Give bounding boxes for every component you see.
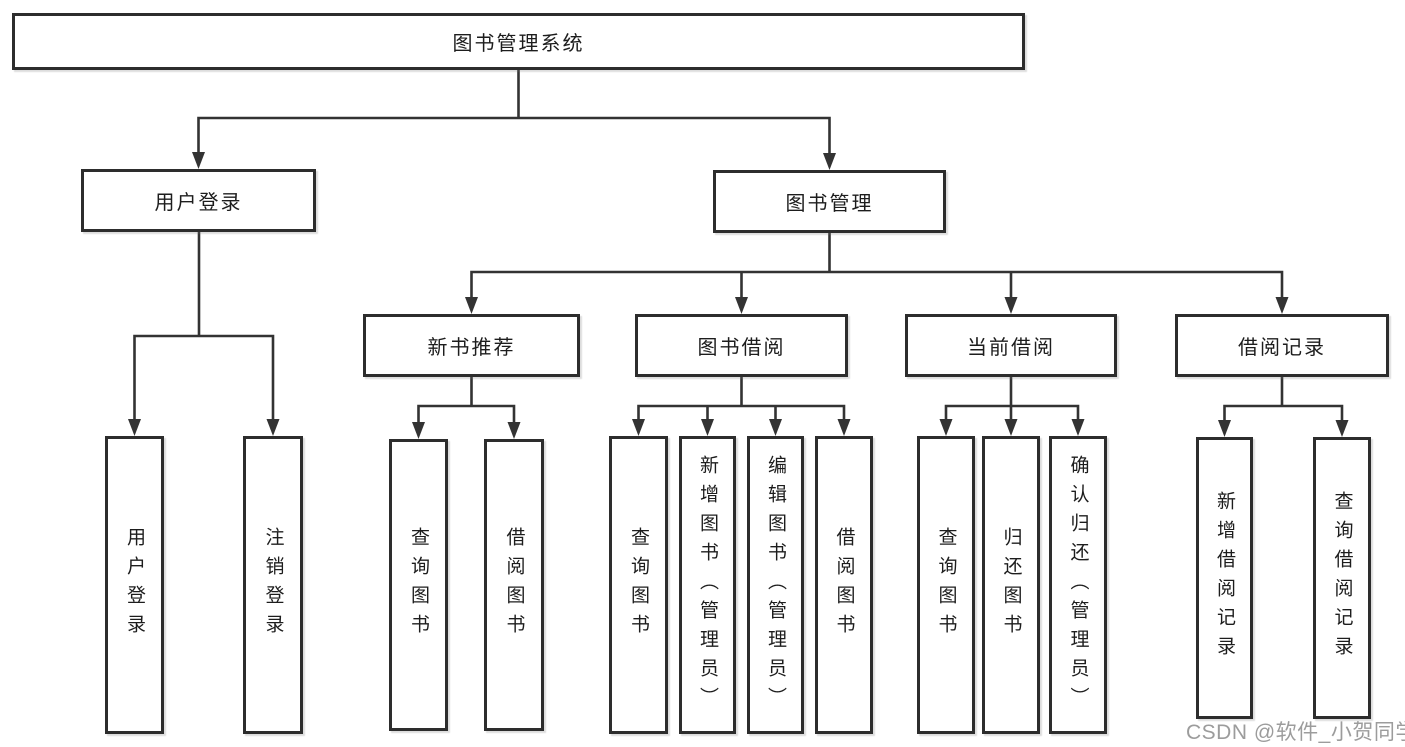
node-borrowing-records: 借阅记录 [1175,314,1389,377]
node-book-borrowing: 图书借阅 [635,314,848,377]
node-label: 当前借阅 [967,337,1055,359]
leaf-current-query-books: 查询图书 [917,436,975,734]
csdn-watermark: CSDN @软件_小贺同学 [1186,721,1405,744]
leaf-borrow-borrow-books: 借阅图书 [815,436,873,734]
node-book-management: 图书管理 [713,170,946,233]
leaf-add-book-admin: 新增图书（管理员） [679,436,736,734]
leaf-confirm-return-admin: 确认归还（管理员） [1049,436,1107,734]
leaf-label: 注销登录 [262,527,284,643]
leaf-add-borrow-record: 新增借阅记录 [1196,437,1253,719]
leaf-logout: 注销登录 [243,436,303,734]
leaf-label: 查询图书 [628,527,649,643]
node-label: 新书推荐 [427,337,516,359]
leaf-query-borrow-record: 查询借阅记录 [1313,437,1371,719]
leaf-label: 归还图书 [1000,527,1022,643]
node-new-book-recommendation: 新书推荐 [363,314,580,377]
node-label: 图书管理 [785,193,874,215]
leaf-label: 新增借阅记录 [1214,491,1235,665]
node-current-borrowing: 当前借阅 [905,314,1117,377]
node-user-login: 用户登录 [81,169,316,232]
leaf-recommend-borrow-books: 借阅图书 [484,439,544,731]
leaf-recommend-query-books: 查询图书 [389,439,448,731]
node-label: 借阅记录 [1238,337,1326,359]
leaf-label: 查询图书 [935,527,957,643]
leaf-label: 查询借阅记录 [1331,491,1353,665]
leaf-user-login: 用户登录 [105,436,164,734]
leaf-return-books: 归还图书 [982,436,1040,734]
leaf-label: 查询图书 [408,527,429,643]
leaf-label: 借阅图书 [503,527,525,643]
leaf-label: 用户登录 [124,527,145,643]
node-label: 用户登录 [154,192,243,214]
leaf-edit-book-admin: 编辑图书（管理员） [747,436,804,734]
leaf-label: 新增图书（管理员） [697,454,718,716]
leaf-label: 借阅图书 [833,527,855,643]
leaf-borrow-query-books: 查询图书 [609,436,668,734]
leaf-label: 编辑图书（管理员） [765,454,786,716]
node-label: 图书管理系统 [452,33,585,55]
leaf-label: 确认归还（管理员） [1067,454,1089,716]
node-label: 图书借阅 [697,337,786,359]
node-library-management-system: 图书管理系统 [12,13,1025,70]
